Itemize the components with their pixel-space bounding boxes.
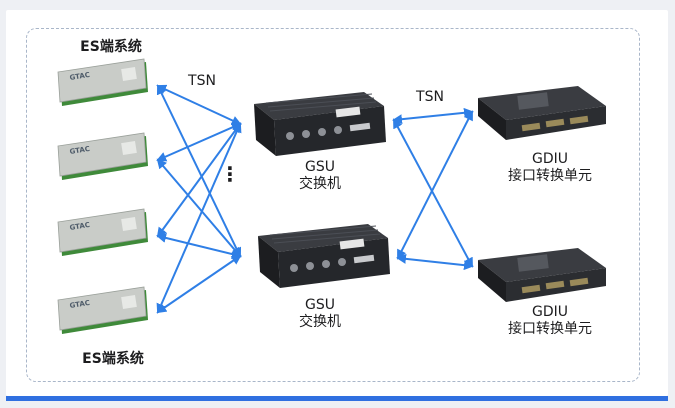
link-gsu2-gdiu2 bbox=[396, 253, 474, 271]
tsn-label-left: TSN bbox=[188, 73, 216, 89]
link-es4-gsu2 bbox=[156, 254, 242, 314]
link-es1-gsu1 bbox=[156, 84, 242, 126]
gdiu2-desc: 接口转换单元 bbox=[508, 321, 592, 337]
diagram-frame bbox=[26, 28, 640, 382]
gdiu2-name: GDIU bbox=[531, 304, 568, 320]
brand-logo: GTAC bbox=[69, 221, 90, 232]
es-module-2: GTAC bbox=[57, 132, 148, 180]
es-module-3: GTAC bbox=[57, 208, 148, 256]
brand-logo: GTAC bbox=[69, 71, 90, 82]
brand-logo: GTAC bbox=[69, 145, 90, 156]
es-module-1: GTAC bbox=[57, 58, 148, 106]
gsu-switch-1 bbox=[254, 92, 386, 156]
gsu2-name: GSU bbox=[305, 297, 335, 313]
gsu-switch-2 bbox=[258, 224, 390, 288]
gdiu-unit-2 bbox=[478, 248, 606, 302]
es-module-4: GTAC bbox=[57, 286, 148, 334]
accent-bar bbox=[6, 396, 668, 401]
gdiu1-desc: 接口转换单元 bbox=[508, 168, 592, 184]
gdiu1-name: GDIU bbox=[531, 151, 568, 167]
link-gsu2-gdiu1 bbox=[397, 110, 473, 260]
tsn-label-right: TSN bbox=[416, 89, 444, 105]
link-es3-gsu2 bbox=[156, 233, 242, 259]
gsu1-name: GSU bbox=[305, 159, 335, 175]
ellipsis-vertical: ⋮ bbox=[220, 162, 240, 186]
link-gsu1-gdiu1 bbox=[392, 107, 474, 125]
gdiu-unit-1 bbox=[478, 86, 606, 140]
gsu1-desc: 交换机 bbox=[299, 176, 341, 192]
gsu2-desc: 交换机 bbox=[299, 314, 341, 330]
es-label-bottom: ES端系统 bbox=[82, 351, 144, 367]
es-label-top: ES端系统 bbox=[80, 39, 142, 55]
brand-logo: GTAC bbox=[69, 299, 90, 310]
